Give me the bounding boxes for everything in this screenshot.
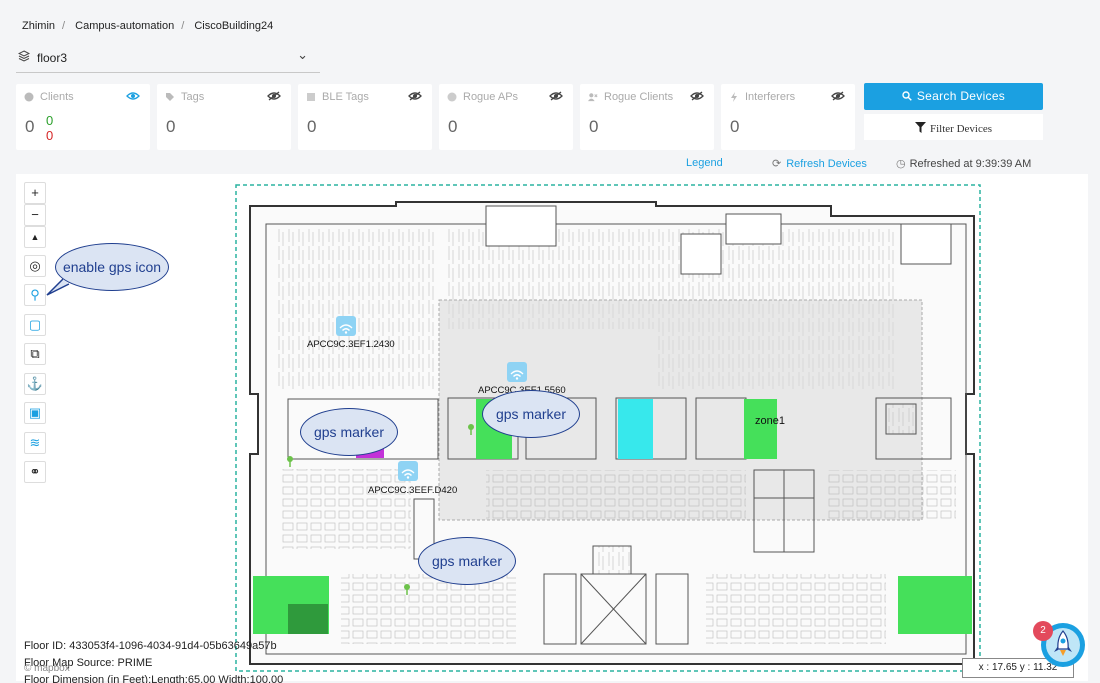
filter-devices-button[interactable]: Filter Devices: [864, 114, 1043, 140]
copy-button[interactable]: ⧉: [24, 343, 46, 365]
rogue-ap-icon: [447, 92, 457, 102]
refreshed-label: Refreshed at 9:39:39 AM: [909, 158, 1032, 170]
chevron-down-icon: ⌄: [297, 47, 308, 62]
tags-card[interactable]: Tags 0: [157, 84, 291, 150]
clients-associated-count: 0: [46, 113, 54, 128]
eye-icon[interactable]: [126, 91, 140, 101]
eye-slash-icon[interactable]: [408, 91, 422, 101]
wifi-button[interactable]: ≋: [24, 432, 46, 454]
wifi-ap-icon[interactable]: [336, 316, 356, 336]
breadcrumb-item[interactable]: Campus-automation: [75, 20, 175, 32]
ble-tags-card[interactable]: BLE Tags 0: [298, 84, 432, 150]
wifi-ap-icon[interactable]: [398, 461, 418, 481]
callout-enable-gps: enable gps icon: [55, 243, 169, 291]
callout-gps-marker: gps marker: [482, 390, 580, 438]
floor-info: Floor ID: 433053f4-1096-4034-91d4-05b636…: [24, 638, 283, 683]
notification-badge: 2: [1033, 621, 1053, 641]
interferers-count: 0: [730, 117, 740, 136]
anchor-button[interactable]: ⚓: [24, 373, 46, 395]
rogue-aps-card[interactable]: Rogue APs 0: [439, 84, 573, 150]
interferers-label: Interferers: [745, 91, 796, 103]
eye-slash-icon[interactable]: [549, 91, 563, 101]
floor-select-value: floor3: [37, 51, 68, 65]
eye-slash-icon[interactable]: [831, 91, 845, 101]
layers-icon: [18, 50, 30, 62]
zoom-in-button[interactable]: +: [24, 182, 46, 204]
callout-gps-marker: gps marker: [418, 537, 516, 585]
tag-icon: [166, 93, 174, 101]
client-dot-icon: [24, 92, 34, 102]
callout-tail: [46, 278, 70, 296]
filter-devices-label: Filter Devices: [929, 123, 992, 135]
eye-slash-icon[interactable]: [690, 91, 704, 101]
zone-button[interactable]: ▣: [24, 402, 46, 424]
search-devices-label: Search Devices: [916, 89, 1006, 103]
gps-marker-pin[interactable]: [468, 424, 474, 435]
rogue-aps-label: Rogue APs: [463, 91, 519, 103]
breadcrumb: Zhimin/ Campus-automation/ CiscoBuilding…: [22, 20, 274, 32]
interferers-card[interactable]: Interferers 0: [721, 84, 855, 150]
ap-label: APCC9C.3EEF.D420: [368, 485, 457, 496]
rogue-client-icon: [588, 93, 598, 102]
rogue-clients-count: 0: [589, 117, 599, 136]
gps-marker-pin[interactable]: [404, 584, 410, 595]
enable-gps-button[interactable]: ⚲: [24, 284, 46, 306]
tags-count: 0: [166, 117, 176, 136]
gps-marker-pin[interactable]: [287, 456, 293, 467]
mapbox-logo: © mapbox: [24, 663, 70, 674]
refresh-devices-link[interactable]: ⟳ Refresh Devices: [772, 157, 867, 170]
draw-rect-button[interactable]: ▢: [24, 314, 46, 336]
filter-icon: [914, 122, 926, 133]
wifi-ap-icon[interactable]: [507, 362, 527, 382]
floor-dimension: Floor Dimension (in Feet):Length:65.00 W…: [24, 674, 284, 683]
ap-label: APCC9C.3EF1.2430: [307, 339, 395, 350]
callout-gps-marker: gps marker: [300, 408, 398, 456]
zone-label: zone1: [755, 415, 785, 427]
search-icon: [902, 91, 912, 101]
eye-slash-icon[interactable]: [267, 91, 281, 101]
clock-icon: ◷: [896, 158, 906, 170]
refresh-devices-label: Refresh Devices: [786, 158, 867, 170]
clients-card[interactable]: Clients 0 0 0: [16, 84, 150, 150]
floor-source: Floor Map Source: PRIME: [24, 657, 153, 669]
coordinate-readout: x : 17.65 y : 11.32: [962, 658, 1074, 678]
link-button[interactable]: ⚭: [24, 461, 46, 483]
ble-tags-label: BLE Tags: [322, 91, 369, 103]
refresh-icon: ⟳: [772, 158, 782, 170]
floor-id: Floor ID: 433053f4-1096-4034-91d4-05b636…: [24, 640, 277, 652]
rogue-clients-label: Rogue Clients: [604, 91, 674, 103]
clients-label: Clients: [40, 91, 74, 103]
clients-probing-count: 0: [46, 128, 54, 143]
ble-tags-count: 0: [307, 117, 317, 136]
lightning-icon: [731, 92, 737, 102]
search-devices-button[interactable]: Search Devices: [864, 83, 1043, 110]
legend-link[interactable]: Legend: [686, 157, 723, 169]
clients-count: 0: [25, 117, 35, 136]
rogue-aps-count: 0: [448, 117, 458, 136]
tags-label: Tags: [181, 91, 205, 103]
target-button[interactable]: ◎: [24, 255, 46, 277]
breadcrumb-item[interactable]: CiscoBuilding24: [194, 20, 274, 32]
rogue-clients-card[interactable]: Rogue Clients 0: [580, 84, 714, 150]
refreshed-time: ◷Refreshed at 9:39:39 AM: [896, 157, 1031, 170]
breadcrumb-item[interactable]: Zhimin: [22, 20, 56, 32]
ble-tag-icon: [307, 93, 315, 101]
zoom-out-button[interactable]: −: [24, 204, 46, 226]
floor-select[interactable]: floor3 ⌄: [16, 44, 320, 73]
reset-north-button[interactable]: ▲: [24, 226, 46, 248]
